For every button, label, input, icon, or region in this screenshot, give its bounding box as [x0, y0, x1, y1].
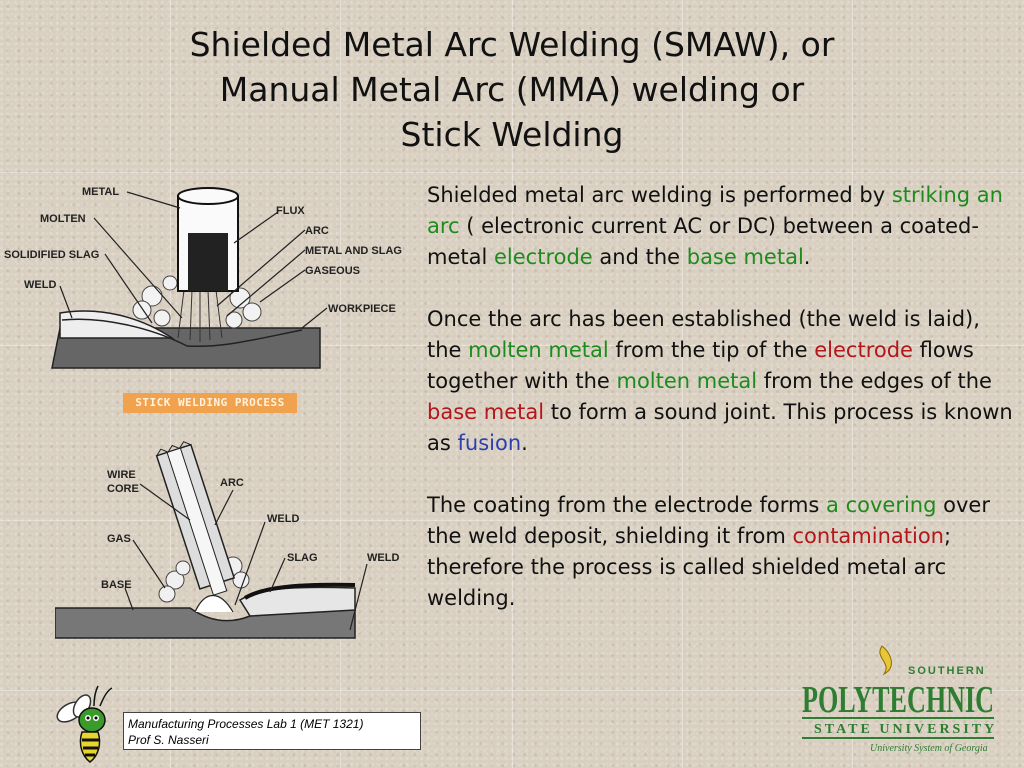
- text-run: .: [803, 245, 811, 269]
- title-line-2: Manual Metal Arc (MMA) welding or: [219, 70, 805, 109]
- text-run: from the edges of the: [757, 369, 992, 393]
- label-arc-bottom: ARC: [220, 477, 244, 489]
- label-molten: MOLTEN: [40, 213, 86, 225]
- text-run: ; therefore the process is called shield…: [427, 524, 952, 610]
- course-footer: Manufacturing Processes Lab 1 (MET 1321)…: [123, 712, 421, 750]
- background-grid-line: [512, 0, 513, 768]
- leader-lines-bottom: [124, 483, 368, 631]
- label-core: CORE: [107, 483, 139, 495]
- text-run: ( electronic current AC or DC) between a…: [427, 214, 979, 269]
- background-grid-line: [0, 520, 1024, 521]
- background-grid-line: [340, 0, 341, 768]
- label-slag: SLAG: [287, 552, 318, 564]
- background-grid-line: [682, 0, 683, 768]
- stick-welding-caption: STICK WELDING PROCESS: [123, 393, 297, 413]
- text-run: over the weld deposit, shielding it from: [427, 493, 990, 548]
- electrode-top: [177, 187, 239, 205]
- angled-electrode: [155, 441, 236, 596]
- base-plate: [55, 607, 356, 639]
- arc-spray: [177, 289, 223, 342]
- label-arc: ARC: [305, 225, 329, 237]
- label-weld: WELD: [24, 279, 56, 291]
- paragraph-3: The coating from the electrode forms a c…: [427, 490, 1017, 614]
- title-line-3: Stick Welding: [400, 115, 624, 154]
- label-metal: METAL: [82, 186, 119, 198]
- text-run: Shielded metal arc welding is performed …: [427, 183, 892, 207]
- highlight-fusion: fusion: [457, 431, 522, 455]
- background-grid-line: [0, 345, 1024, 346]
- highlight-base-metal-red: base metal: [427, 400, 545, 424]
- body-text: Shielded metal arc welding is performed …: [427, 180, 1017, 645]
- flame-icon: [879, 645, 892, 676]
- footer-course: Manufacturing Processes Lab 1 (MET 1321): [128, 717, 364, 731]
- arc-area: [194, 595, 234, 613]
- logo-southern: SOUTHERN: [908, 665, 986, 677]
- text-run: from the tip of the: [608, 338, 815, 362]
- paragraph-1: Shielded metal arc welding is performed …: [427, 180, 1017, 273]
- text-run: flows together with the: [427, 338, 974, 393]
- label-weld-bottom: WELD: [267, 513, 299, 525]
- text-run: Once the arc has been established (the w…: [427, 307, 980, 362]
- label-gas: GAS: [107, 533, 131, 545]
- label-base: BASE: [101, 579, 132, 591]
- highlight-base-metal: base metal: [686, 245, 804, 269]
- footer-instructor: Prof S. Nasseri: [128, 733, 209, 747]
- background-grid-line: [0, 172, 1024, 173]
- highlight-contamination: contamination: [792, 524, 944, 548]
- label-wire: WIRE: [107, 469, 136, 481]
- logo-system: University System of Georgia: [870, 743, 988, 754]
- slide-title: Shielded Metal Arc Welding (SMAW), or Ma…: [100, 22, 924, 157]
- label-solidified-slag: SOLIDIFIED SLAG: [4, 249, 99, 261]
- text-run: to form a sound joint. This process is k…: [427, 400, 1013, 455]
- electrode-core: [188, 233, 228, 291]
- highlight-a-covering: a covering: [826, 493, 937, 517]
- highlight-striking-an-arc: striking an arc: [427, 183, 1003, 238]
- logo-state-university: STATE UNIVERSITY: [814, 722, 997, 737]
- background-grid-line: [170, 0, 171, 768]
- leader-lines: [59, 191, 328, 329]
- label-weld-right: WELD: [367, 552, 399, 564]
- label-gaseous: GASEOUS: [305, 265, 360, 277]
- slag-layer: [243, 582, 356, 600]
- solidified-slag-shape: [59, 310, 175, 339]
- highlight-molten-metal: molten metal: [468, 338, 609, 362]
- highlight-electrode: electrode: [494, 245, 593, 269]
- background-grid-line: [0, 690, 1024, 691]
- title-line-1: Shielded Metal Arc Welding (SMAW), or: [189, 25, 835, 64]
- hornet-mascot-icon: [56, 685, 113, 763]
- label-metal-and-slag: METAL AND SLAG: [305, 245, 402, 257]
- label-flux: FLUX: [276, 205, 305, 217]
- text-run: .: [521, 431, 528, 455]
- highlight-molten-metal-2: molten metal: [616, 369, 758, 393]
- text-run: The coating from the electrode forms: [427, 493, 827, 517]
- label-workpiece: WORKPIECE: [328, 303, 396, 315]
- weld-pool-outline: [61, 318, 303, 348]
- stick-welding-diagram: METAL MOLTEN SOLIDIFIED SLAG WELD FLUX A…: [4, 186, 402, 369]
- highlight-electrode-red: electrode: [814, 338, 913, 362]
- paragraph-2: Once the arc has been established (the w…: [427, 304, 1017, 459]
- background-grid-line: [852, 0, 853, 768]
- logo-polytechnic: POLYTECHNIC: [802, 679, 994, 721]
- university-logo: SOUTHERN POLYTECHNIC STATE UNIVERSITY Un…: [802, 645, 997, 754]
- smaw-cross-section-diagram: WIRE CORE ARC WELD GAS SLAG WELD BASE: [55, 441, 399, 639]
- text-run: and the: [592, 245, 687, 269]
